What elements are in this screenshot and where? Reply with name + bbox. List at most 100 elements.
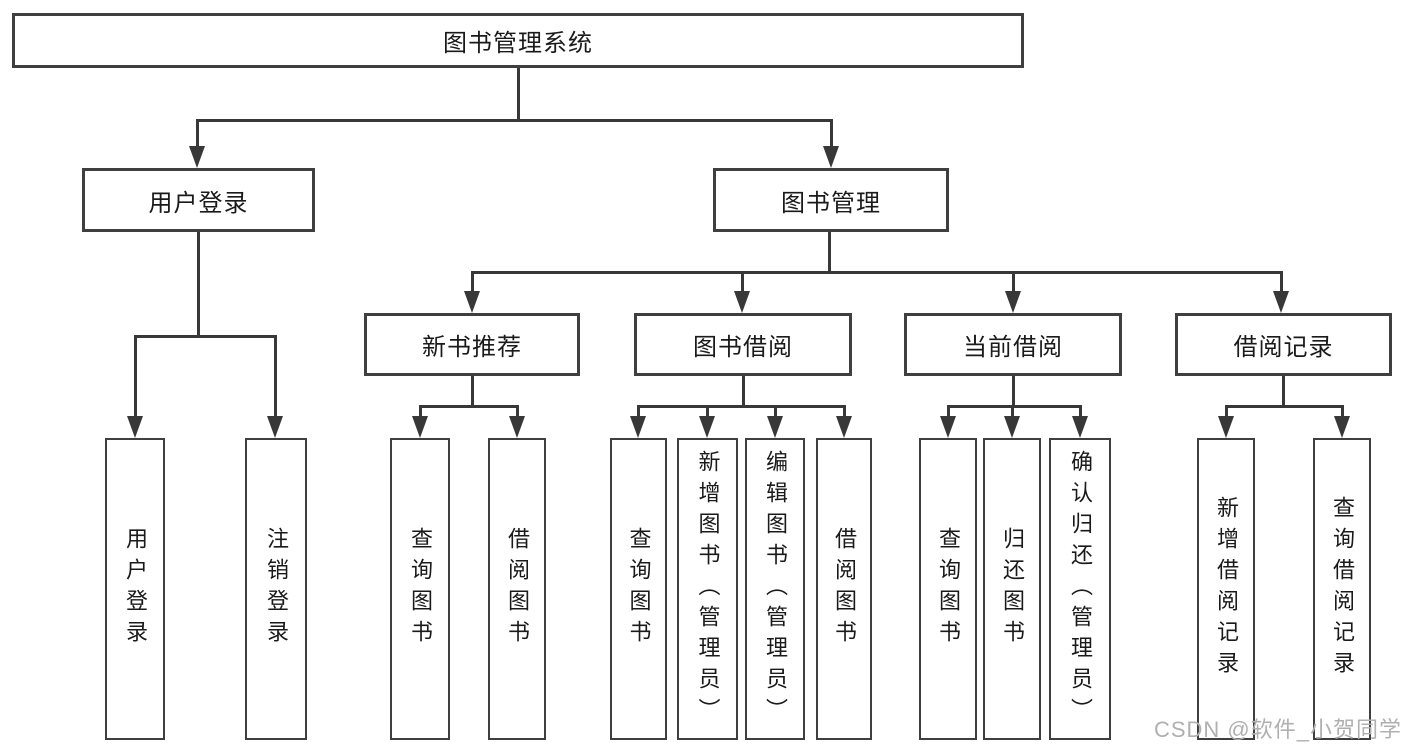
arrow-head: [767, 416, 783, 438]
leaf-user-login: 用户登录: [105, 438, 165, 740]
arrow-head: [189, 146, 205, 168]
arrow-head: [412, 416, 428, 438]
arrow-stem: [418, 405, 422, 416]
arrow-stem: [636, 405, 640, 416]
arrow-head: [836, 416, 852, 438]
node-book-management: 图书管理: [713, 168, 949, 232]
leaf-label: 查询图书: [626, 527, 652, 651]
connector-line: [1282, 376, 1285, 408]
leaf-query-books-recommend: 查询图书: [390, 438, 450, 740]
arrow-down-icon: [1004, 405, 1020, 438]
leaf-confirm-return-admin: 确认归还（管理员）: [1049, 438, 1111, 740]
node-user-login: 用户登录: [82, 168, 315, 232]
connector-line: [419, 405, 519, 408]
arrow-down-icon: [189, 119, 205, 168]
leaf-return-books: 归还图书: [983, 438, 1041, 740]
arrow-down-icon: [836, 405, 852, 438]
leaf-borrow-books: 借阅图书: [816, 438, 872, 740]
arrow-head: [1004, 416, 1020, 438]
node-current-borrowing: 当前借阅: [904, 313, 1122, 376]
connector-line: [742, 376, 745, 408]
arrow-head: [630, 416, 646, 438]
leaf-label: 查询图书: [408, 527, 433, 651]
arrow-down-icon: [127, 335, 143, 438]
arrow-stem: [1224, 405, 1228, 416]
arrow-down-icon: [823, 119, 839, 168]
connector-line: [947, 405, 1082, 408]
leaf-query-borrow-record: 查询借阅记录: [1313, 438, 1371, 740]
arrow-head: [509, 416, 525, 438]
arrow-down-icon: [1334, 405, 1350, 438]
leaf-label: 归还图书: [1000, 527, 1025, 651]
node-library-system: 图书管理系统: [12, 13, 1024, 68]
connector-line: [134, 335, 277, 338]
arrow-head: [1218, 416, 1234, 438]
leaf-logout: 注销登录: [245, 438, 307, 740]
csdn-watermark: CSDN @软件_小贺同学: [1153, 717, 1402, 742]
leaf-label: 确认归还（管理员）: [1068, 449, 1093, 729]
arrow-head: [1072, 416, 1088, 438]
connector-line: [1012, 376, 1015, 408]
leaf-label: 用户登录: [123, 527, 148, 651]
node-borrow-records: 借阅记录: [1175, 313, 1392, 376]
node-label: 新书推荐: [422, 334, 522, 361]
connector-line: [196, 119, 833, 122]
arrow-down-icon: [940, 405, 956, 438]
node-label: 借阅记录: [1233, 334, 1334, 361]
arrow-stem: [195, 119, 199, 146]
arrow-stem: [515, 405, 519, 416]
node-label: 当前借阅: [963, 334, 1063, 361]
arrow-down-icon: [1218, 405, 1234, 438]
leaf-add-borrow-record: 新增借阅记录: [1197, 438, 1255, 740]
node-label: 图书管理: [781, 189, 881, 217]
connector-line: [828, 232, 831, 273]
leaf-label: 新增借阅记录: [1214, 496, 1239, 682]
arrow-head: [127, 416, 143, 438]
arrow-stem: [1011, 271, 1015, 291]
leaf-edit-book-admin: 编辑图书（管理员）: [745, 438, 805, 740]
leaf-label: 查询图书: [936, 527, 961, 651]
arrow-stem: [705, 405, 709, 416]
arrow-down-icon: [1072, 405, 1088, 438]
arrow-stem: [133, 335, 137, 416]
arrow-down-icon: [412, 405, 428, 438]
arrow-down-icon: [509, 405, 525, 438]
arrow-head: [267, 416, 283, 438]
leaf-borrow-books-recommend: 借阅图书: [488, 438, 546, 740]
connector-line: [471, 376, 474, 408]
arrow-down-icon: [699, 405, 715, 438]
node-label: 用户登录: [148, 189, 249, 217]
connector-line: [471, 271, 1283, 274]
connector-line: [637, 405, 846, 408]
connector-line: [1225, 405, 1344, 408]
leaf-query-books-current: 查询图书: [919, 438, 977, 740]
arrow-head: [1273, 291, 1289, 313]
arrow-down-icon: [267, 335, 283, 438]
arrow-down-icon: [464, 271, 480, 313]
leaf-label: 编辑图书（管理员）: [763, 449, 788, 729]
arrow-stem: [773, 405, 777, 416]
leaf-label: 新增图书（管理员）: [695, 449, 721, 729]
leaf-label: 查询借阅记录: [1330, 496, 1355, 682]
arrow-stem: [946, 405, 950, 416]
arrow-stem: [470, 271, 474, 291]
arrow-head: [940, 416, 956, 438]
connector-line: [197, 232, 200, 337]
arrow-stem: [1010, 405, 1014, 416]
node-new-book-recommend: 新书推荐: [364, 313, 580, 376]
arrow-stem: [273, 335, 277, 416]
leaf-add-book-admin: 新增图书（管理员）: [677, 438, 738, 740]
leaf-label: 借阅图书: [832, 527, 857, 651]
node-book-borrowing: 图书借阅: [634, 313, 852, 376]
arrow-stem: [740, 271, 744, 291]
arrow-stem: [1340, 405, 1344, 416]
node-label: 图书管理系统: [443, 30, 593, 57]
arrow-stem: [1078, 405, 1082, 416]
arrow-down-icon: [1273, 271, 1289, 313]
arrow-head: [1334, 416, 1350, 438]
arrow-head: [734, 291, 750, 313]
leaf-query-books-borrowing: 查询图书: [610, 438, 667, 740]
leaf-label: 借阅图书: [505, 527, 530, 651]
arrow-head: [699, 416, 715, 438]
